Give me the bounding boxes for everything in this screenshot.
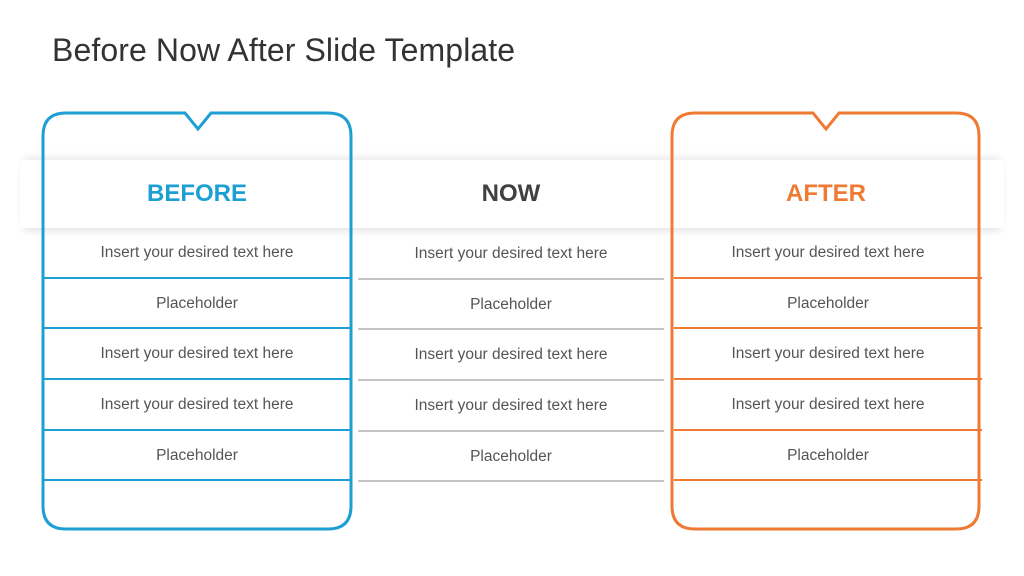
now-divider	[358, 379, 664, 381]
before-divider	[43, 378, 351, 380]
now-divider	[358, 430, 664, 432]
now-row-2[interactable]: Placeholder	[470, 296, 552, 313]
after-divider	[674, 277, 982, 279]
now-divider	[358, 480, 664, 482]
before-row-5[interactable]: Placeholder	[156, 447, 238, 464]
slide-title: Before Now After Slide Template	[52, 32, 516, 68]
before-row-2[interactable]: Placeholder	[156, 295, 238, 312]
now-divider	[358, 328, 664, 330]
now-row-4[interactable]: Insert your desired text here	[414, 397, 608, 414]
before-divider	[43, 277, 351, 279]
now-divider	[358, 278, 664, 280]
now-heading: NOW	[481, 180, 541, 207]
header-band	[20, 160, 1004, 228]
after-row-1[interactable]: Insert your desired text here	[731, 244, 925, 261]
after-divider	[674, 378, 982, 380]
now-row-3[interactable]: Insert your desired text here	[414, 346, 608, 363]
before-row-1[interactable]: Insert your desired text here	[100, 244, 294, 261]
after-row-2[interactable]: Placeholder	[787, 295, 869, 312]
before-divider	[43, 327, 351, 329]
after-row-4[interactable]: Insert your desired text here	[731, 396, 925, 413]
after-row-3[interactable]: Insert your desired text here	[731, 345, 925, 362]
before-frame	[41, 111, 353, 531]
before-heading: BEFORE	[146, 180, 247, 207]
after-divider	[674, 479, 982, 481]
after-row-5[interactable]: Placeholder	[787, 447, 869, 464]
after-divider	[674, 429, 982, 431]
before-divider	[43, 479, 351, 481]
before-divider	[43, 429, 351, 431]
after-frame	[670, 111, 981, 531]
before-row-3[interactable]: Insert your desired text here	[100, 345, 294, 362]
now-row-1[interactable]: Insert your desired text here	[414, 245, 608, 262]
before-row-4[interactable]: Insert your desired text here	[100, 396, 294, 413]
now-row-5[interactable]: Placeholder	[470, 448, 552, 465]
after-divider	[674, 327, 982, 329]
after-heading: AFTER	[786, 180, 866, 207]
